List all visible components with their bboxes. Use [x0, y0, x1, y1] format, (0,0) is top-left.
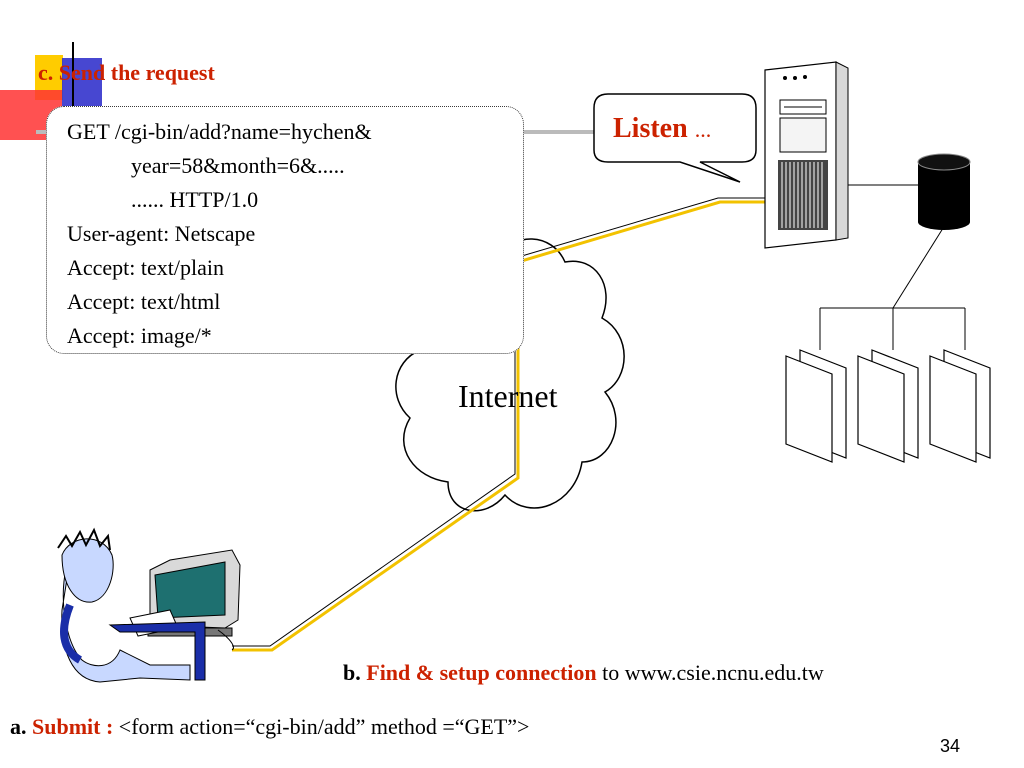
step-a-letter: a. — [10, 714, 27, 739]
server-tower-icon — [764, 61, 849, 249]
step-b-letter: b. — [343, 660, 361, 685]
listen-dots: ... — [694, 117, 712, 142]
request-line: User-agent: Netscape — [67, 221, 256, 246]
request-line: year=58&month=6&..... — [131, 153, 345, 178]
database-icon — [917, 153, 971, 230]
request-line: Accept: text/html — [67, 289, 221, 314]
user-at-computer-icon — [57, 527, 241, 683]
document-stack-icon — [785, 349, 991, 463]
listen-bubble — [593, 93, 757, 183]
step-b-action: Find & setup connection — [366, 660, 597, 685]
step-a-caption: a. Submit : <form action=“cgi-bin/add” m… — [10, 714, 529, 740]
step-a-action: Submit : — [32, 714, 114, 739]
http-request-box: GET /cgi-bin/add?name=hychen& year=58&mo… — [46, 106, 524, 354]
request-line: Accept: text/plain — [67, 255, 224, 280]
step-a-rest: <form action=“cgi-bin/add” method =“GET”… — [118, 714, 530, 739]
request-line: Accept: image/* — [67, 323, 212, 348]
step-b-caption: b. Find & setup connection to www.csie.n… — [343, 660, 824, 686]
listen-label: Listen ... — [613, 113, 711, 145]
page-number: 34 — [940, 736, 961, 756]
step-b-rest: to www.csie.ncnu.edu.tw — [602, 660, 824, 685]
network-cables — [232, 184, 966, 652]
title-letter: c. — [38, 60, 54, 85]
request-line: ...... HTTP/1.0 — [131, 187, 259, 212]
internet-label: Internet — [458, 378, 558, 414]
slide-title: c. Send the request — [38, 60, 215, 86]
request-line: GET /cgi-bin/add?name=hychen& — [67, 119, 372, 144]
listen-word: Listen — [613, 113, 688, 144]
title-text: Send the request — [58, 60, 215, 85]
